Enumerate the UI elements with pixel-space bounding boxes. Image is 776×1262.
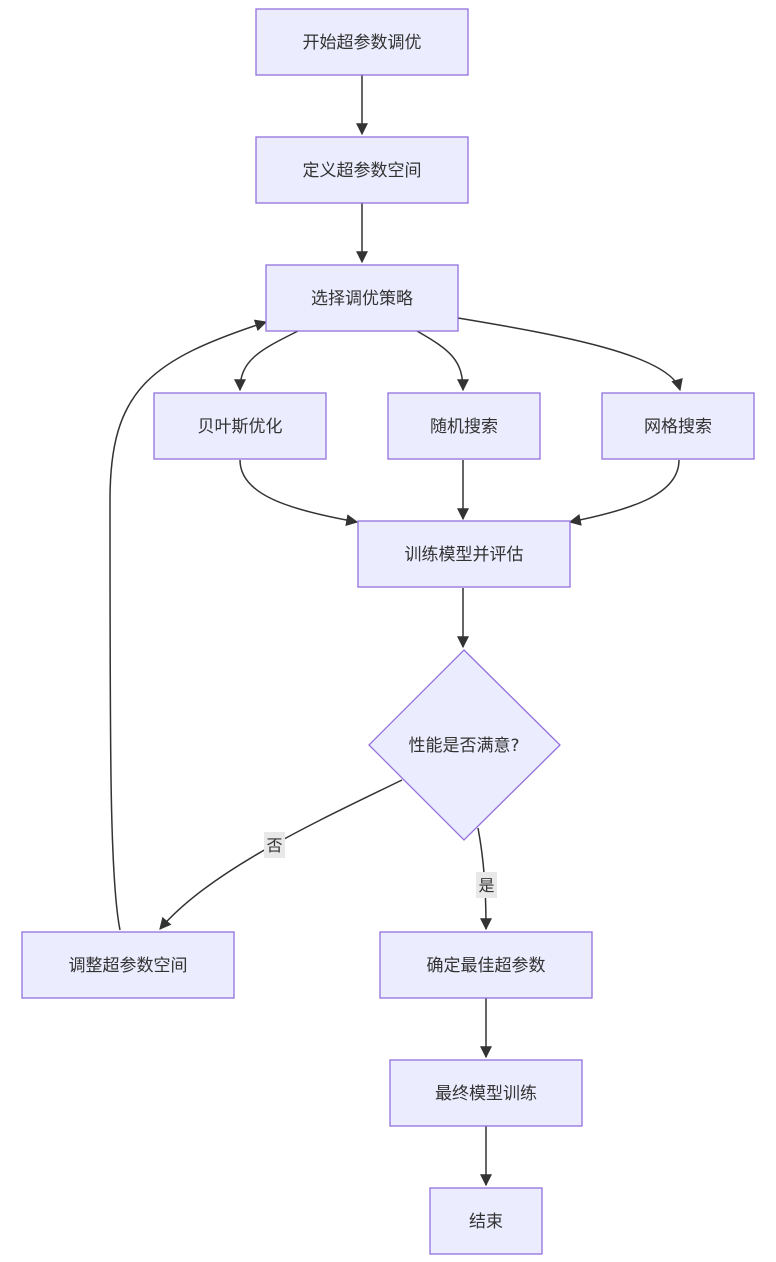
edge-bayesian-to-train — [239, 459, 359, 527]
edge-select-to-random — [416, 330, 469, 392]
svg-text:是: 是 — [478, 876, 494, 895]
node-grid-search-label: 网格搜索 — [644, 417, 712, 437]
edge-label-yes: 是 — [476, 872, 497, 898]
node-select-strategy-label: 选择调优策略 — [311, 289, 413, 309]
node-decision-label: 性能是否满意? — [408, 736, 519, 756]
node-random-search-label: 随机搜索 — [430, 417, 498, 437]
edge-select-to-bayesian — [234, 330, 299, 392]
edge-label-no: 否 — [264, 832, 285, 858]
node-define-space[interactable]: 定义超参数空间 — [255, 136, 469, 204]
node-start[interactable]: 开始超参数调优 — [255, 8, 469, 76]
edge-adjust-to-select — [109, 319, 268, 931]
node-best-params-label: 确定最佳超参数 — [427, 956, 546, 976]
node-define-space-label: 定义超参数空间 — [303, 161, 422, 181]
node-train-eval-label: 训练模型并评估 — [405, 545, 524, 565]
svg-text:否: 否 — [266, 836, 282, 855]
node-final-train[interactable]: 最终模型训练 — [389, 1059, 583, 1127]
node-start-label: 开始超参数调优 — [303, 33, 422, 53]
node-grid-search[interactable]: 网格搜索 — [601, 392, 755, 460]
node-random-search[interactable]: 随机搜索 — [387, 392, 541, 460]
edge-select-to-grid — [457, 317, 683, 392]
node-train-eval[interactable]: 训练模型并评估 — [357, 520, 571, 588]
node-adjust-space-label: 调整超参数空间 — [69, 956, 188, 976]
node-adjust-space[interactable]: 调整超参数空间 — [21, 931, 235, 999]
node-final-train-label: 最终模型训练 — [435, 1084, 537, 1104]
node-decision[interactable]: 性能是否满意? — [368, 649, 561, 841]
node-end-label: 结束 — [469, 1212, 503, 1232]
node-best-params[interactable]: 确定最佳超参数 — [379, 931, 593, 999]
edge-grid-to-train — [568, 459, 680, 526]
node-bayesian[interactable]: 贝叶斯优化 — [153, 392, 327, 460]
node-end[interactable]: 结束 — [429, 1187, 543, 1255]
node-bayesian-label: 贝叶斯优化 — [198, 417, 283, 437]
node-select-strategy[interactable]: 选择调优策略 — [265, 264, 459, 332]
